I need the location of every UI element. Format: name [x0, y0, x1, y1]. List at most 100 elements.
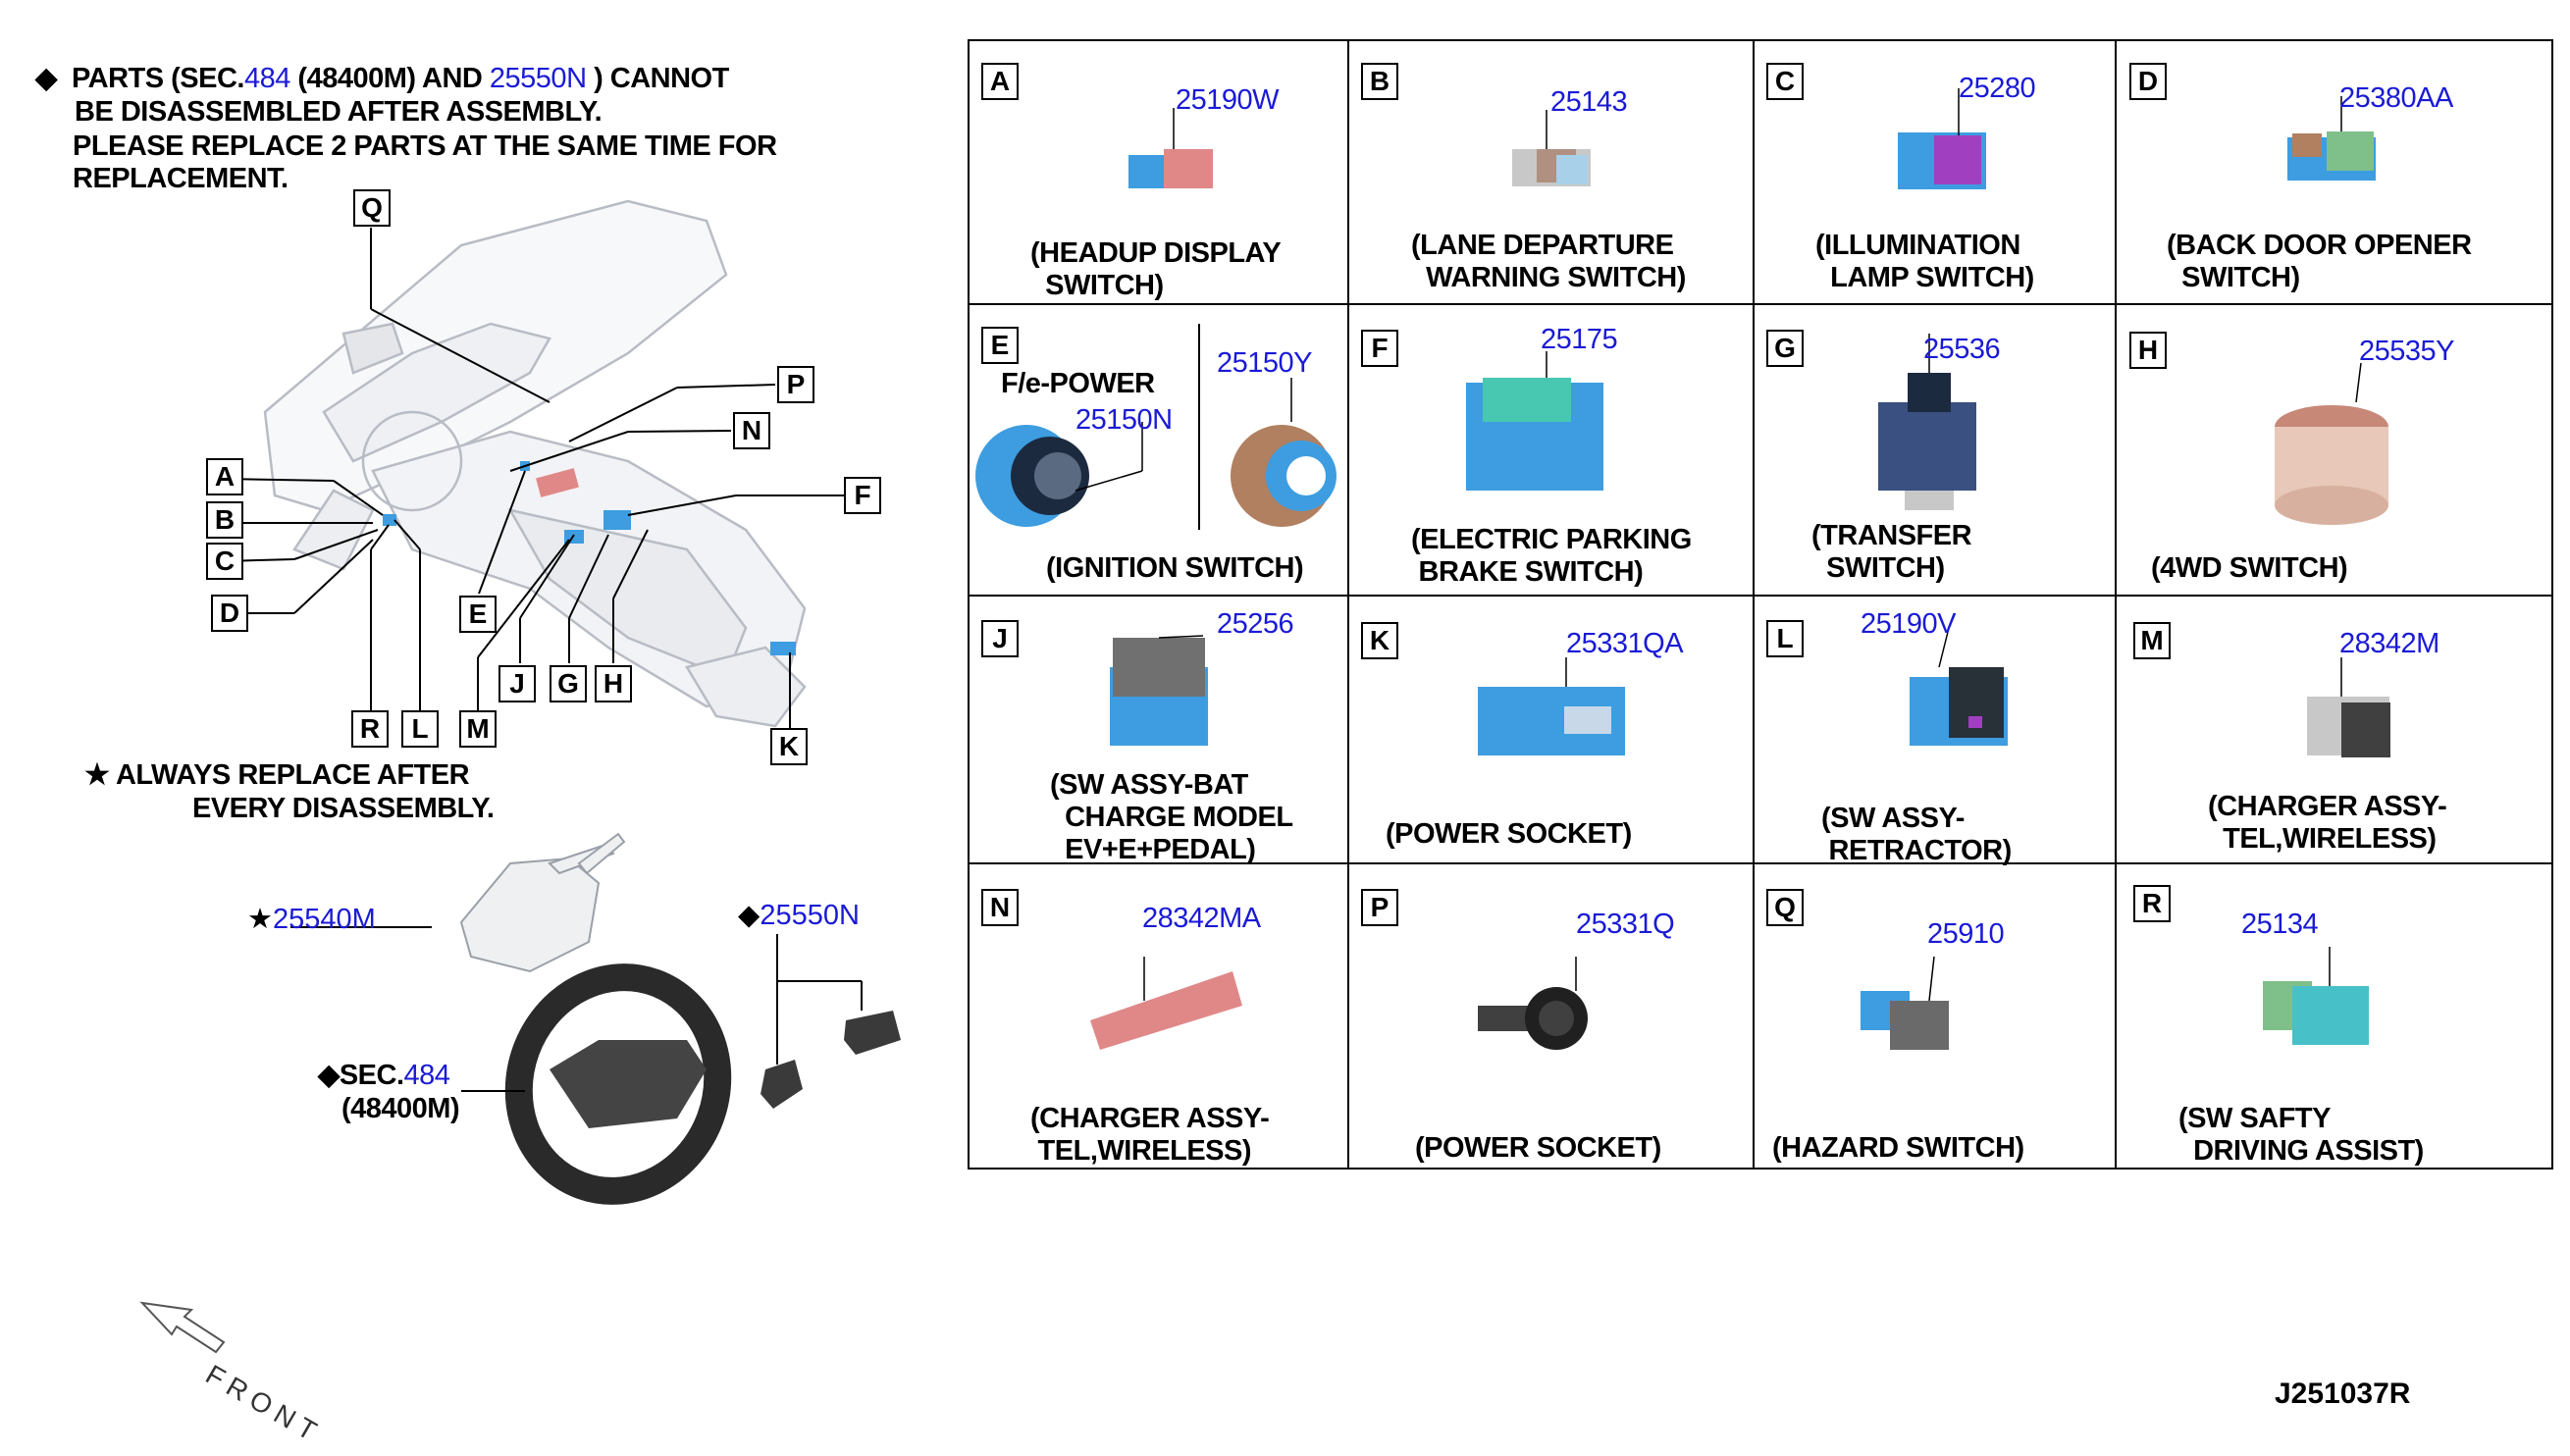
cell-d-letter: D	[2129, 63, 2167, 100]
cell-b-letter: B	[1361, 63, 1398, 100]
overview-label-l[interactable]: L	[401, 710, 439, 748]
cell-c-part[interactable]: 25280	[1959, 73, 2036, 104]
cell-r-desc: (SW SAFTY DRIVING ASSIST)	[2178, 1103, 2424, 1167]
cell-f-part[interactable]: 25175	[1541, 324, 1618, 355]
dashboard-overview-diagram	[139, 199, 901, 1354]
diamond-note-line2: BE DISASSEMBLED AFTER ASSEMBLY.	[75, 96, 603, 128]
star-note-line2: EVERY DISASSEMBLY.	[192, 793, 495, 824]
cell-a-letter: A	[981, 63, 1019, 100]
diamond-note-line1: ◆ PARTS (SEC.484 (48400M) AND 25550N ) C…	[35, 63, 729, 94]
diamond-icon: ◆	[35, 63, 57, 94]
part-m-image	[2307, 697, 2390, 757]
overview-label-k[interactable]: K	[770, 728, 808, 765]
star-icon: ★	[247, 904, 273, 935]
part-e-ignition-y-image	[1231, 425, 1337, 527]
cell-g-part[interactable]: 25536	[1923, 334, 2001, 365]
cell-r-part[interactable]: 25134	[2241, 909, 2319, 940]
overview-label-r[interactable]: R	[351, 710, 389, 748]
overview-label-e[interactable]: E	[459, 596, 497, 633]
overview-label-m[interactable]: M	[459, 710, 497, 748]
overview-part-blue4	[770, 642, 796, 655]
cell-j-part[interactable]: 25256	[1217, 608, 1294, 640]
cell-e-part-y[interactable]: 25150Y	[1217, 347, 1313, 379]
cell-q-part[interactable]: 25910	[1927, 918, 2005, 950]
cell-e-part-n[interactable]: 25150N	[1075, 404, 1173, 436]
cell-p-part[interactable]: 25331Q	[1576, 909, 1675, 940]
overview-label-j[interactable]: J	[498, 665, 536, 702]
diamond-icon: ◆	[318, 1060, 340, 1091]
overview-part-blue1	[603, 510, 631, 530]
part-j-image	[1110, 638, 1208, 746]
overview-label-n[interactable]: N	[733, 412, 770, 449]
cell-b-part[interactable]: 25143	[1550, 86, 1628, 118]
cell-f-letter: F	[1361, 330, 1398, 367]
cell-d-part[interactable]: 25380AA	[2339, 82, 2453, 114]
part-e-ignition-n-image	[975, 425, 1089, 527]
cell-m-letter: M	[2133, 622, 2171, 659]
diamond-note-line4: REPLACEMENT.	[73, 163, 288, 194]
cell-m-desc: (CHARGER ASSY- TEL,WIRELESS)	[2208, 791, 2447, 855]
part-h-image	[2275, 405, 2388, 525]
overview-label-q[interactable]: Q	[353, 189, 391, 227]
overview-part-blue3	[383, 514, 396, 526]
part-r-image	[2263, 981, 2369, 1045]
cell-m-part[interactable]: 28342M	[2339, 628, 2439, 659]
cell-q-desc: (HAZARD SWITCH)	[1772, 1132, 2024, 1164]
part-q-image	[1861, 991, 1949, 1050]
star-icon: ★	[84, 759, 110, 791]
overview-label-f[interactable]: F	[844, 477, 881, 514]
sec-link[interactable]: 484	[243, 63, 290, 94]
cell-k-letter: K	[1361, 622, 1398, 659]
steering-switches-drawing	[761, 934, 901, 1109]
cell-p-letter: P	[1361, 889, 1398, 926]
cell-b-desc: (LANE DEPARTURE WARNING SWITCH)	[1411, 230, 1686, 293]
cell-h-letter: H	[2129, 332, 2167, 369]
overview-label-a[interactable]: A	[206, 458, 243, 495]
part-25540m-label[interactable]: ★25540M	[247, 904, 376, 935]
cell-a-part[interactable]: 25190W	[1176, 84, 1280, 116]
dashboard-drawing	[263, 199, 807, 728]
cell-l-letter: L	[1766, 620, 1804, 657]
overview-label-d[interactable]: D	[211, 595, 248, 632]
cell-k-part[interactable]: 25331QA	[1566, 628, 1684, 659]
cell-l-part[interactable]: 25190V	[1861, 608, 1957, 640]
cell-g-desc: (TRANSFER SWITCH)	[1811, 520, 1972, 584]
overview-label-h[interactable]: H	[595, 665, 632, 702]
cell-e-subtitle: F/e-POWER	[1001, 368, 1155, 399]
part-l-image	[1910, 667, 2008, 746]
drawing-code: J251037R	[2275, 1378, 2411, 1410]
overview-label-g[interactable]: G	[550, 665, 587, 702]
cell-h-part[interactable]: 25535Y	[2359, 336, 2455, 367]
overview-label-p[interactable]: P	[777, 366, 814, 403]
part-b-image	[1512, 149, 1591, 186]
steering-wheel-drawing	[504, 963, 732, 1205]
cell-e-letter: E	[981, 327, 1019, 364]
part-c-image	[1898, 132, 1986, 189]
part-k-image	[1478, 687, 1625, 755]
overview-label-b[interactable]: B	[206, 501, 243, 539]
part-d-image	[2287, 131, 2376, 181]
part-a-image	[1128, 149, 1213, 188]
cell-l-desc: (SW ASSY- RETRACTOR)	[1821, 803, 2012, 866]
cell-k-desc: (POWER SOCKET)	[1386, 818, 1632, 850]
part-n-image	[1090, 971, 1242, 1050]
cell-n-part[interactable]: 28342MA	[1142, 903, 1261, 934]
cell-n-letter: N	[981, 889, 1019, 926]
part-p-image	[1478, 987, 1588, 1050]
overview-label-c[interactable]: C	[206, 543, 243, 580]
cell-g-letter: G	[1766, 330, 1804, 367]
combination-switch-drawing	[459, 832, 626, 973]
diamond-note-line3: PLEASE REPLACE 2 PARTS AT THE SAME TIME …	[73, 130, 777, 162]
overview-part-red	[536, 468, 579, 497]
part-25550n-label[interactable]: ◆25550N	[738, 900, 860, 931]
part-g-image	[1878, 373, 1976, 510]
cell-d-desc: (BACK DOOR OPENER SWITCH)	[2167, 230, 2472, 293]
cell-e-desc: (IGNITION SWITCH)	[1046, 552, 1304, 584]
diamond-note: ◆ PARTS (SEC.484 (48400M) AND 25550N ) C…	[35, 63, 729, 95]
front-arrow-icon	[139, 1301, 226, 1354]
cell-h-desc: (4WD SWITCH)	[2151, 552, 2348, 584]
diamond-icon: ◆	[738, 900, 761, 931]
part-link-25550n[interactable]: 25550N	[489, 63, 587, 94]
sec-484-label[interactable]: ◆SEC.484	[318, 1060, 450, 1091]
cell-n-desc: (CHARGER ASSY- TEL,WIRELESS)	[1030, 1103, 1270, 1167]
